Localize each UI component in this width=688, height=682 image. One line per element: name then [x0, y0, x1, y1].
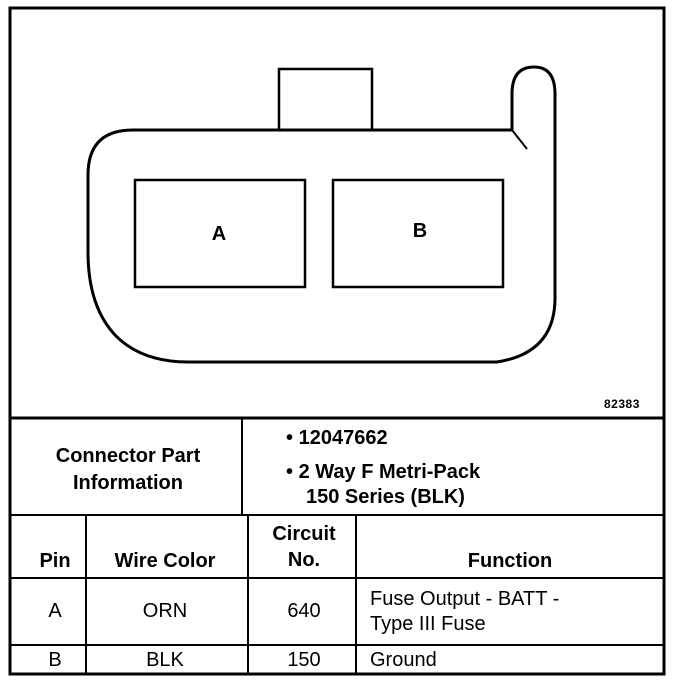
row-2-function-line-1: Ground [370, 649, 437, 671]
pin-cavity-a [133, 178, 307, 289]
pin-label-a: A [211, 223, 227, 245]
bullet-1: • 12047662 [286, 428, 388, 448]
figure-id: 82383 [604, 397, 640, 411]
pin-cavity-b [331, 178, 505, 289]
bullet-2: • 2 Way F Metri-Pack [286, 462, 480, 482]
row-1-function-line-1: Fuse Output - BATT - [370, 588, 560, 610]
row-1-wire-color: ORN [142, 600, 188, 622]
connector-latch [277, 67, 374, 132]
housing-edge-detail [511, 129, 528, 150]
connector-part-info-label-line-1: Connector Part [55, 445, 201, 467]
pin-header: Pin [39, 550, 71, 572]
bullet-1-text: 12047662 [298, 427, 388, 449]
circuit-header-line-2: No. [287, 549, 321, 571]
bullet-2-text-line-1: 2 Way F Metri-Pack [298, 461, 481, 483]
connector-part-info-label-line-2: Information [73, 472, 183, 494]
row-1-pin: A [48, 600, 62, 622]
bullet-1-marker: • [286, 427, 294, 449]
row-2-circuit: 150 [287, 649, 321, 671]
pin-label-b: B [412, 220, 428, 242]
row-2-pin: B [48, 649, 62, 671]
bullet-2-marker: • [286, 461, 294, 483]
circuit-header-line-1: Circuit [272, 523, 336, 545]
wire-color-header: Wire Color [114, 550, 216, 572]
outer-border [8, 6, 666, 676]
row-1-function-line-2: Type III Fuse [370, 613, 486, 635]
function-header: Function [467, 550, 553, 572]
row-1-circuit: 640 [287, 600, 321, 622]
bullet-2-text-line-2: 150 Series (BLK) [306, 486, 465, 508]
row-2-wire-color: BLK [146, 649, 184, 671]
connector-housing [86, 65, 557, 364]
